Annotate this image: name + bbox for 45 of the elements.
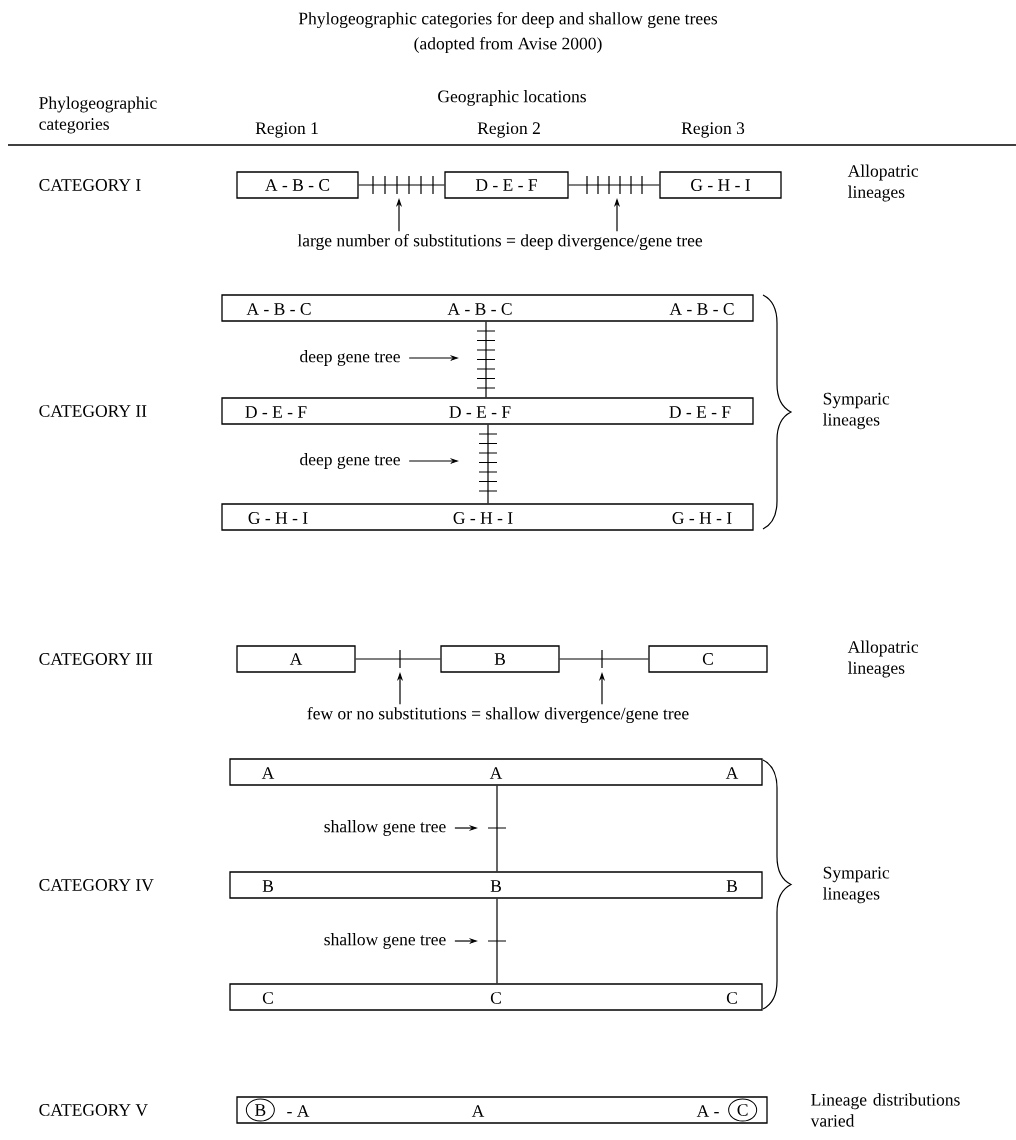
label: Symparic lineages: [823, 866, 890, 904]
annotation-text: shallow gene tree: [324, 933, 446, 949]
annotation-text: deep gene tree: [300, 453, 400, 469]
circled-letter: C: [728, 1098, 758, 1122]
lineage-box: A - B - C A - B - C A - B - C: [221, 294, 754, 322]
label: Region 1: [255, 122, 318, 138]
lineage-box: G - H - I G - H - I G - H - I: [221, 503, 754, 531]
label: Geographic locations: [438, 90, 586, 106]
gene-tree-branch: [355, 649, 441, 669]
lineage-box: A: [236, 645, 356, 673]
gene-tree-branch: [568, 175, 660, 195]
label: Region 2: [477, 122, 540, 138]
label: CATEGORY I: [39, 179, 141, 191]
annotation-text: deep gene tree: [300, 350, 400, 366]
lineage-box: A - B - C: [236, 171, 359, 199]
annotation-text: large number of substitutions = deep divergence/gene tree: [297, 233, 703, 251]
lineage-box: C C C: [229, 983, 763, 1011]
label: Phylogeographic categories: [39, 96, 157, 134]
gene-tree-branch: [487, 785, 507, 872]
annotation-text: few or no substitutions = shallow divergence/gene tree: [307, 706, 689, 724]
label: Allopatric lineages: [847, 640, 919, 678]
lineage-box: C: [648, 645, 768, 673]
lineage-box: B: [440, 645, 560, 673]
lineage-box: D - E - F D - E - F D - E - F: [221, 397, 754, 425]
label: CATEGORY II: [39, 405, 147, 417]
annotation-text: shallow gene tree: [324, 820, 446, 836]
title: Phylogeographic categories for deep and shallow gene trees: [298, 11, 718, 29]
label: Allopatric lineages: [847, 164, 919, 202]
lineage-box: A A A: [229, 758, 763, 786]
label: Region 3: [681, 122, 745, 138]
label: CATEGORY IV: [39, 879, 154, 891]
gene-tree-branch: [478, 424, 498, 504]
label: Lineage distributions varied: [810, 1093, 960, 1127]
lineage-box: B B B: [229, 871, 763, 899]
circled-letter: B: [245, 1098, 275, 1122]
gene-tree-branch: [476, 321, 496, 398]
lineage-box: G - H - I: [659, 171, 782, 199]
lineage-box: D - E - F: [444, 171, 569, 199]
label: CATEGORY V: [39, 1104, 148, 1116]
label: CATEGORY III: [39, 653, 153, 665]
gene-tree-branch: [559, 649, 649, 669]
gene-tree-branch: [487, 898, 507, 984]
label: Symparic lineages: [823, 392, 890, 430]
label: (adopted from Avise 2000): [414, 37, 602, 54]
gene-tree-branch: [358, 175, 445, 195]
